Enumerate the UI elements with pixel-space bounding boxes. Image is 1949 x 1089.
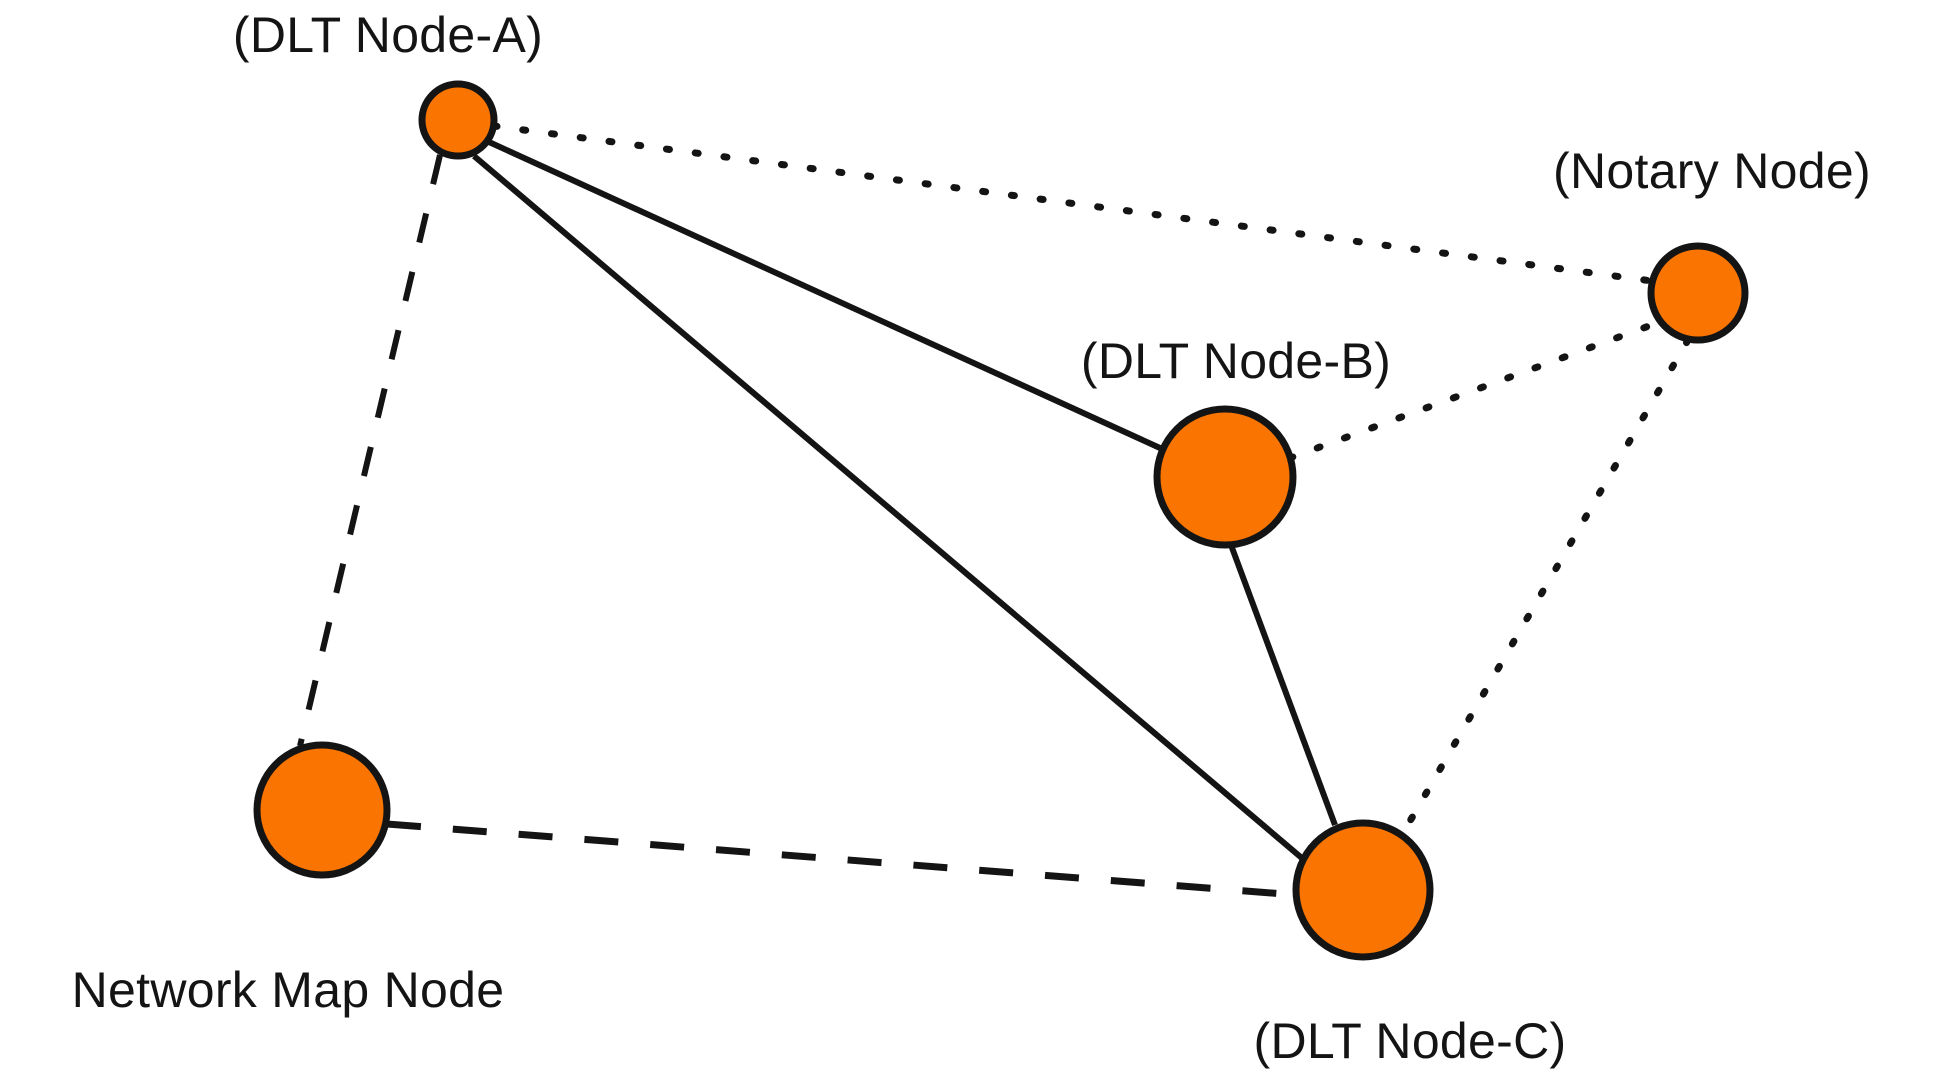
edge-dlt-node-a-to-dlt-node-c <box>472 153 1305 862</box>
edge-dlt-node-b-to-dlt-node-c <box>1228 543 1338 827</box>
edge-notary-node-to-dlt-node-c <box>1402 336 1692 832</box>
labels-layer: (DLT Node-A) (Notary Node) (DLT Node-B) Net… <box>72 7 1871 1069</box>
node-label-dlt-node-b: (DLT Node-B) <box>1081 333 1391 389</box>
edges-layer <box>297 122 1692 899</box>
node-label-network-map-node: Network Map Node <box>72 962 505 1018</box>
edge-dlt-node-a-to-network-map-node <box>297 154 443 747</box>
node-circle-dlt-node-c[interactable] <box>1292 819 1434 961</box>
node-circle-dlt-node-b[interactable] <box>1153 405 1297 549</box>
edge-network-map-node-to-dlt-node-c <box>386 820 1298 899</box>
nodes-layer <box>253 80 1749 961</box>
node-label-notary-node: (Notary Node) <box>1553 143 1871 199</box>
node-label-dlt-node-a: (DLT Node-A) <box>233 7 543 63</box>
edge-dlt-node-a-to-notary-node <box>490 122 1656 285</box>
node-circle-network-map-node[interactable] <box>253 741 391 879</box>
node-label-dlt-node-c: (DLT Node-C) <box>1254 1013 1567 1069</box>
node-circle-dlt-node-a[interactable] <box>418 80 498 160</box>
node-circle-notary-node[interactable] <box>1647 242 1749 344</box>
edge-dlt-node-a-to-dlt-node-b <box>487 139 1162 451</box>
